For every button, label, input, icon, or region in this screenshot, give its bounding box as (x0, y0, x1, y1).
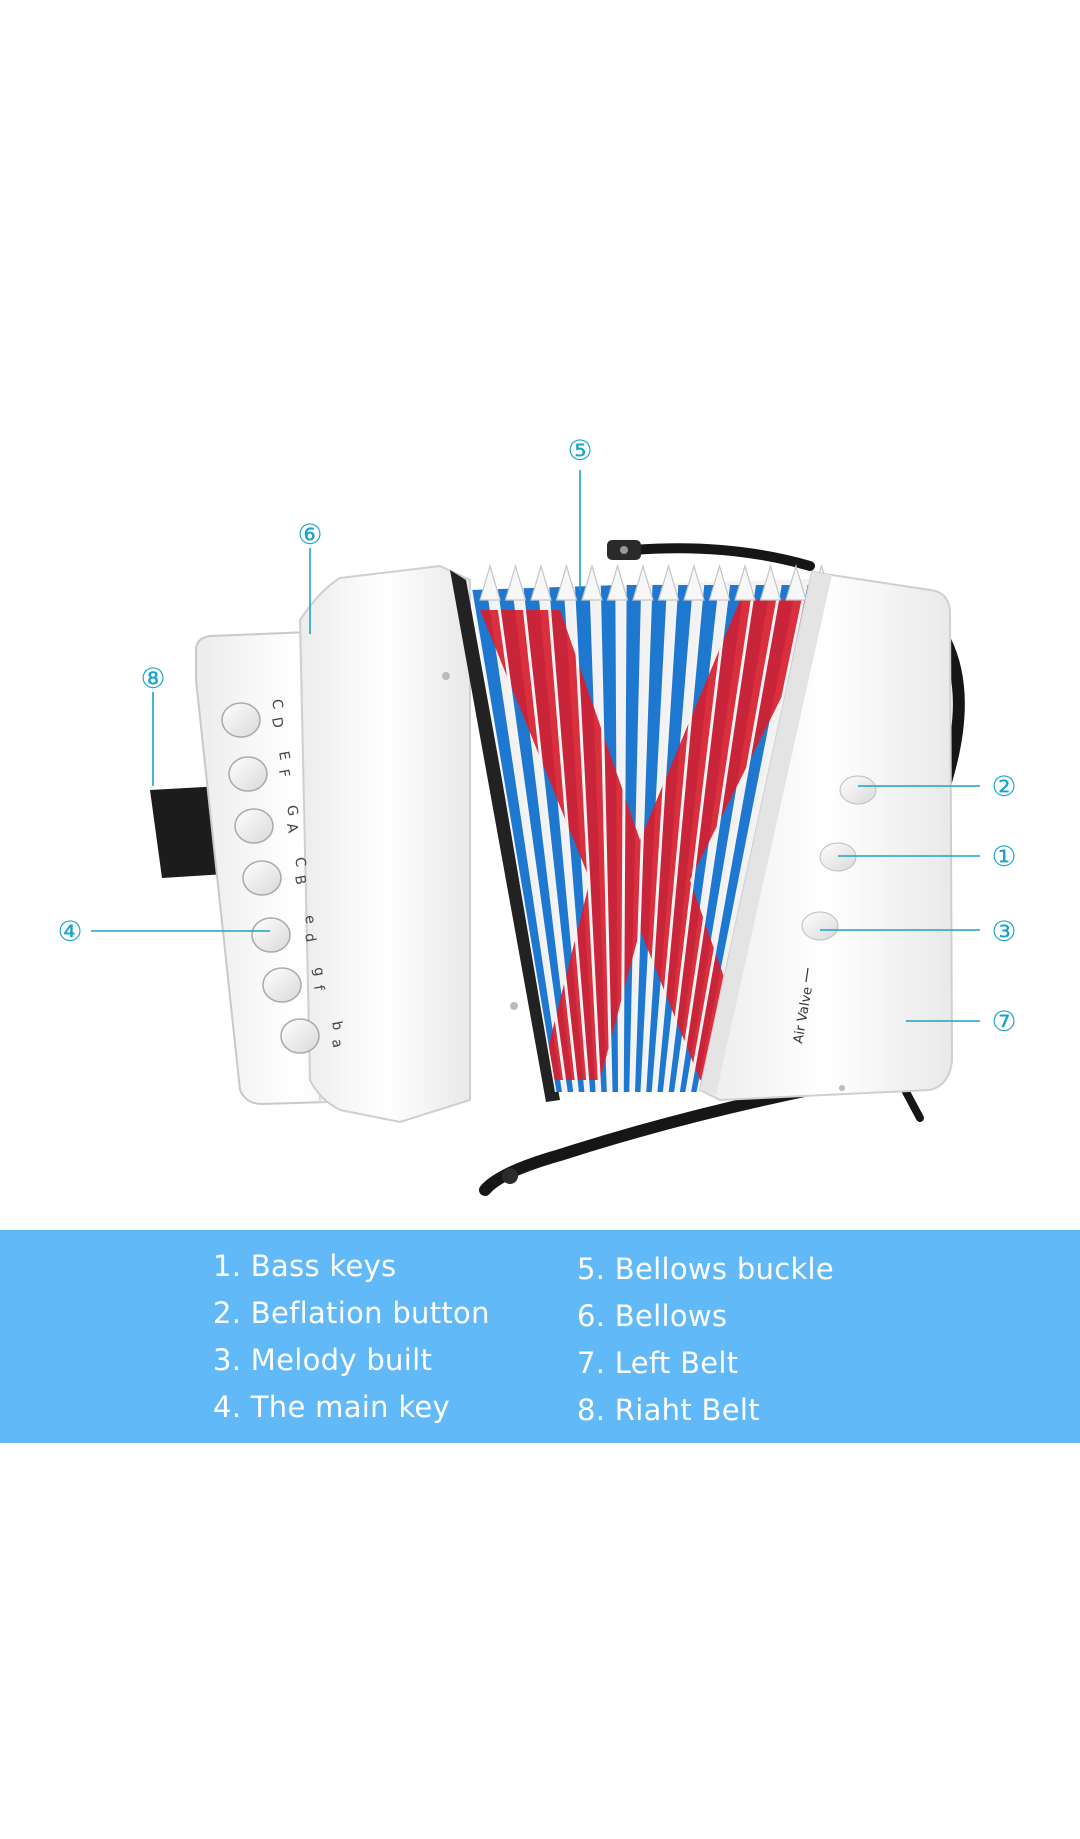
legend-item-melody-built: 3. Melody built (213, 1343, 433, 1377)
callout-lines (91, 470, 980, 1022)
callout-8: ⑧ (140, 662, 165, 695)
bellows-pleat-edge (632, 584, 653, 1092)
right-body (698, 570, 954, 1102)
melody-key (242, 860, 282, 896)
bellows-pleat-edge (597, 584, 613, 1092)
strap-rivet (502, 1168, 518, 1184)
pleat-tip (606, 563, 629, 601)
legend-item-bellows: 6. Bellows (577, 1299, 728, 1333)
key-letter: g (310, 966, 327, 978)
bellows-red-band (480, 600, 830, 1080)
right-belt (150, 786, 226, 878)
key-letter: C (268, 698, 285, 711)
left-body (298, 564, 560, 1124)
bellows-pleat-edge (654, 584, 705, 1092)
bellows-pleat-edge (688, 584, 782, 1092)
legend-item-right-belt: 8. Riaht Belt (577, 1393, 760, 1427)
legend-left-column: 1. Bass keys 2. Beflation button 3. Melo… (213, 1243, 490, 1431)
key-letter: e (301, 914, 318, 925)
bellows-pleat-edge (643, 584, 679, 1092)
legend-item-main-key: 4. The main key (213, 1390, 450, 1424)
callout-2: ② (991, 770, 1016, 803)
bellows-fold (470, 585, 562, 1092)
pleat-tip (785, 563, 807, 601)
callout-7: ⑦ (991, 1005, 1016, 1038)
pleat-tip (555, 563, 578, 601)
callout-1: ① (991, 840, 1016, 873)
melody-key (262, 967, 302, 1003)
bellows-buckle (607, 540, 641, 560)
legend-band: 1. Bass keys 2. Beflation button 3. Melo… (0, 1230, 1080, 1443)
pleat-tip (683, 563, 705, 601)
bellows-pleat-edge (470, 584, 557, 1092)
pleat-tip (734, 563, 756, 601)
legend-item-bass-keys: 1. Bass keys (213, 1249, 397, 1283)
key-letter: f (310, 984, 327, 993)
pleat-tip (581, 563, 603, 601)
callout-3: ③ (991, 915, 1016, 948)
bellows-pleat-edge (665, 584, 731, 1092)
bellows-pleat-edge (494, 584, 568, 1092)
bellows-pleat-edge (546, 584, 591, 1092)
pleat-tip (632, 563, 654, 601)
callout-numbers: ① ② ③ ④ ⑤ ⑥ ⑦ ⑧ (57, 434, 1016, 1038)
melody-key (251, 917, 291, 953)
key-letter: B (291, 874, 308, 886)
main-keys (221, 702, 320, 1054)
bellows-pleat-edge (620, 584, 627, 1092)
pleat-tip (530, 563, 552, 601)
melody-key (280, 1018, 320, 1054)
key-letter: G (283, 804, 301, 817)
bellows-pleat-edge (571, 584, 602, 1092)
key-letter: E (275, 750, 292, 762)
bass-keys (801, 775, 877, 941)
key-letter: A (283, 822, 300, 835)
pleat-tip (657, 563, 680, 601)
pleat-tip (504, 563, 527, 601)
key-letter: D (268, 716, 286, 729)
pleat-tip (479, 563, 501, 601)
melody-key (221, 702, 261, 738)
key-letter: a (328, 1038, 345, 1049)
bellows-pleat-edge (676, 584, 756, 1092)
key-letter: d (301, 932, 318, 944)
legend-item-beflation-button: 2. Beflation button (213, 1296, 490, 1330)
bellows-fold (495, 585, 574, 1092)
bellows-pleat-edge (520, 584, 579, 1092)
callout-5: ⑤ (567, 434, 592, 467)
melody-key (234, 808, 274, 844)
key-letter: b (328, 1020, 345, 1032)
legend-item-left-belt: 7. Left Belt (577, 1346, 739, 1380)
pleat-tip (708, 563, 731, 601)
melody-key (228, 756, 268, 792)
key-letter: C (291, 856, 308, 869)
pleat-tip (759, 563, 782, 601)
legend-right-column: 5. Bellows buckle 6. Bellows 7. Left Bel… (577, 1246, 834, 1434)
callout-4: ④ (57, 915, 82, 948)
key-letter: F (275, 768, 292, 779)
callout-6: ⑥ (297, 518, 322, 551)
legend-item-bellows-buckle: 5. Bellows buckle (577, 1252, 835, 1286)
